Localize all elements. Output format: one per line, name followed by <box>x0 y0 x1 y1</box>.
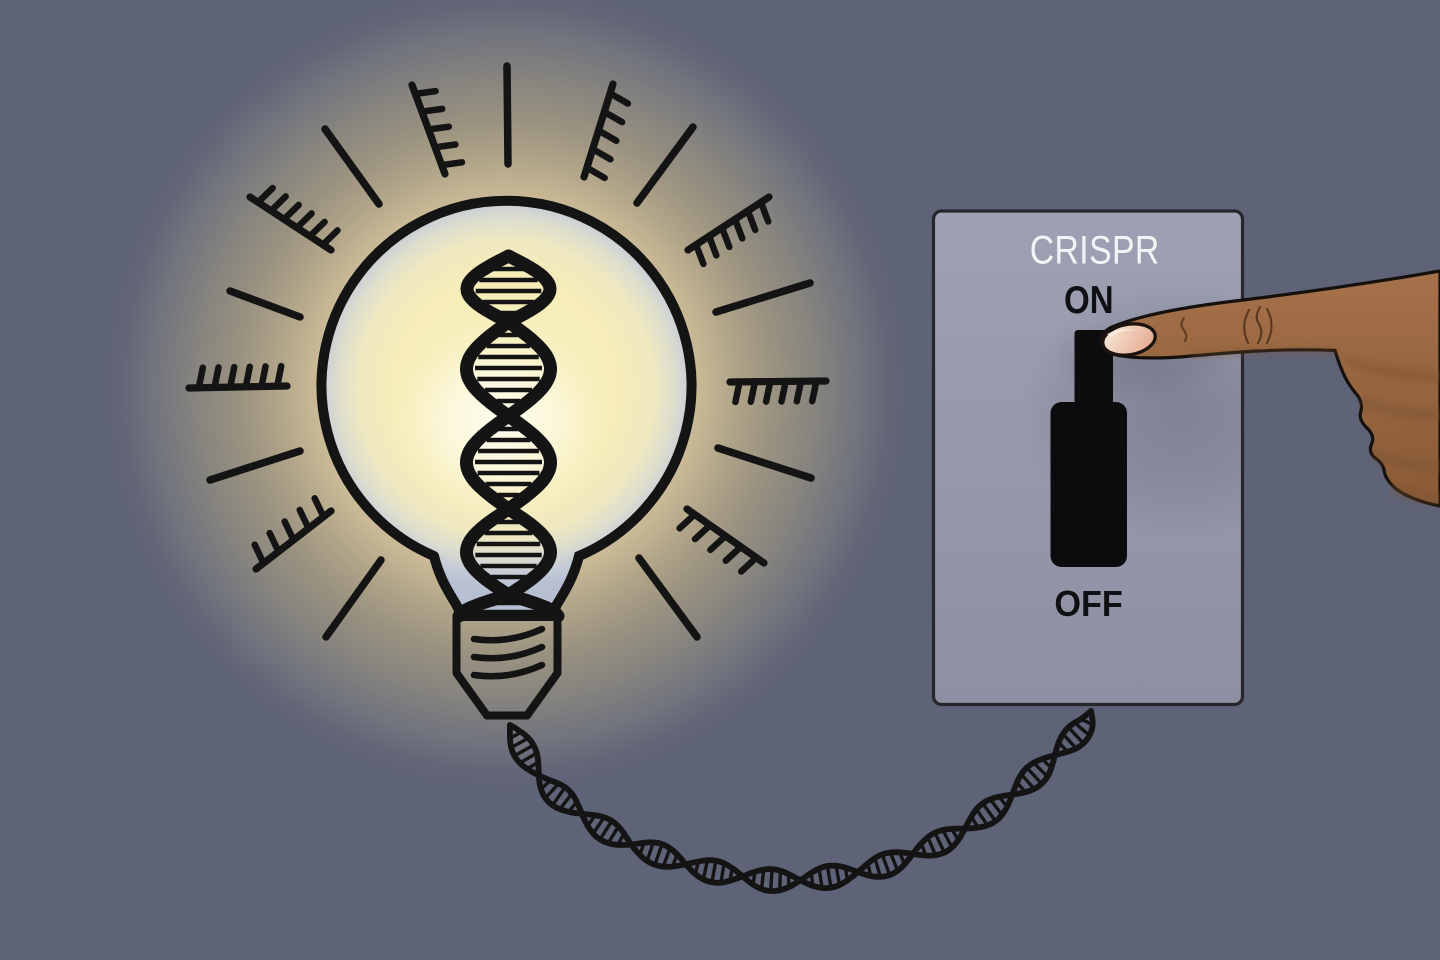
svg-text:OFF: OFF <box>1054 584 1122 624</box>
svg-text:ON: ON <box>1064 277 1114 321</box>
svg-text:CRISPR: CRISPR <box>1030 228 1160 272</box>
